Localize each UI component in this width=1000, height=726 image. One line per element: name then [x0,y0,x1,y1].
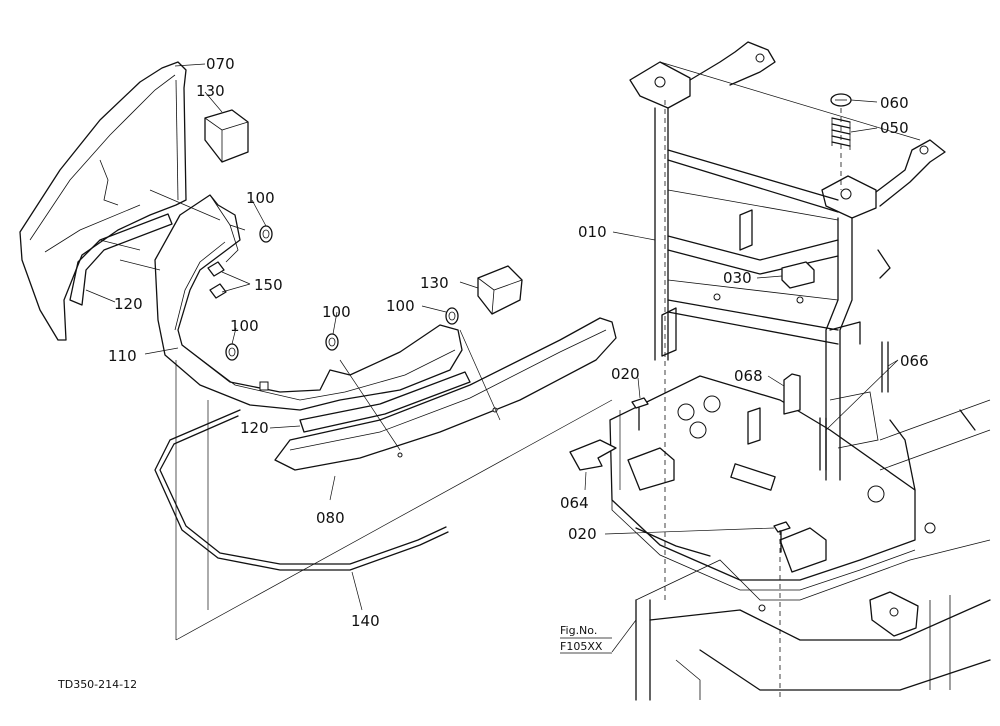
part-120-strip-upper [69,213,173,306]
label-100-b: 100 [230,317,259,335]
label-060: 060 [880,94,909,112]
right-construction-lines [619,61,921,700]
label-120-lower: 120 [240,419,269,437]
label-120-upper: 120 [114,295,143,313]
part-100-grommet-a [259,225,273,243]
figure-ref-line1: Fig.No. [560,624,597,637]
part-100-grommet-c [325,333,339,351]
label-110: 110 [108,347,137,365]
part-064-plate [569,439,617,471]
label-050: 050 [880,119,909,137]
part-020-bolt-b [773,521,791,553]
label-020-b: 020 [568,525,597,543]
figure-ref-underline [560,637,612,654]
label-140: 140 [351,612,380,630]
part-060-bolt [830,93,852,107]
part-150-clips [207,261,227,299]
part-070-side-cover [19,61,187,341]
part-110-front-frame [154,194,463,411]
part-020-bolt-a [631,397,649,431]
label-100-c: 100 [322,303,351,321]
label-064: 064 [560,494,589,512]
label-068: 068 [734,367,763,385]
left-construction-lines [99,189,613,641]
part-068-sleeve [783,373,801,415]
label-100-a: 100 [246,189,275,207]
tractor-chassis [635,399,991,701]
drawing-code: TD350-214-12 [57,678,137,691]
label-130-lower: 130 [420,274,449,292]
label-130-upper: 130 [196,82,225,100]
label-020-a: 020 [611,365,640,383]
part-050-spring [831,108,851,190]
label-150: 150 [254,276,283,294]
label-070: 070 [206,55,235,73]
figure-ref-line2: F105XX [560,640,603,653]
label-080: 080 [316,509,345,527]
part-130-pad-upper [204,109,249,163]
label-030: 030 [723,269,752,287]
part-130-pad-lower [477,265,523,315]
part-140-wire-guard [154,409,449,571]
leader-lines [85,63,899,653]
part-120-strip-lower [299,371,471,433]
label-010: 010 [578,223,607,241]
part-100-grommet-d [445,307,459,325]
part-066-pins [819,341,889,471]
part-010-main-frame [609,41,946,591]
part-100-grommet-b [225,343,239,361]
label-066: 066 [900,352,929,370]
label-100-d: 100 [386,297,415,315]
part-030-spacer [781,261,815,289]
